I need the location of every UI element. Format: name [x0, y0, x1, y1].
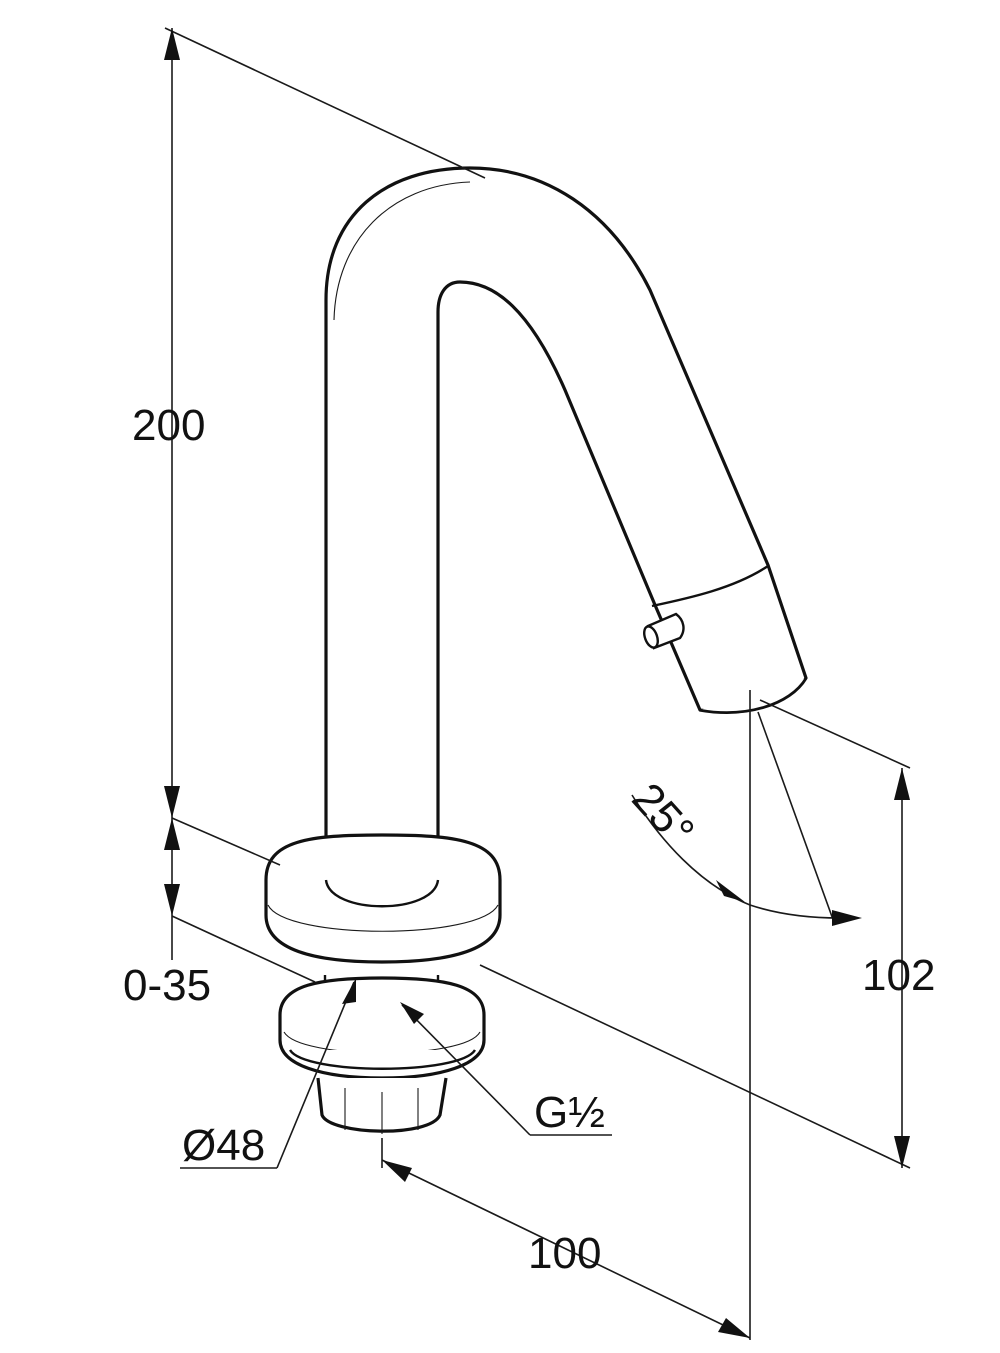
dim-label-0-35: 0-35 — [123, 961, 211, 1010]
faucet-spout — [324, 166, 808, 882]
dim-label-25: 25° — [623, 774, 704, 856]
dim-label-48: Ø48 — [182, 1121, 265, 1170]
dim-label-102: 102 — [862, 951, 935, 1000]
dimension-0-35: 0-35 — [123, 817, 316, 1010]
dimension-thread: G½ — [400, 1002, 612, 1137]
escutcheon — [264, 833, 502, 964]
dimension-200: 200 — [132, 27, 486, 818]
dimension-102: 102 — [479, 699, 935, 1169]
mounting-shank — [278, 975, 486, 1134]
dimension-100: 100 — [381, 1138, 751, 1339]
sensor-stud — [643, 612, 685, 650]
dim-label-g-half: G½ — [534, 1088, 605, 1137]
dim-label-200: 200 — [132, 401, 205, 450]
dimension-diameter: Ø48 — [180, 978, 356, 1170]
dim-label-100: 100 — [528, 1229, 601, 1278]
dimension-angle: 25° — [623, 690, 862, 1340]
